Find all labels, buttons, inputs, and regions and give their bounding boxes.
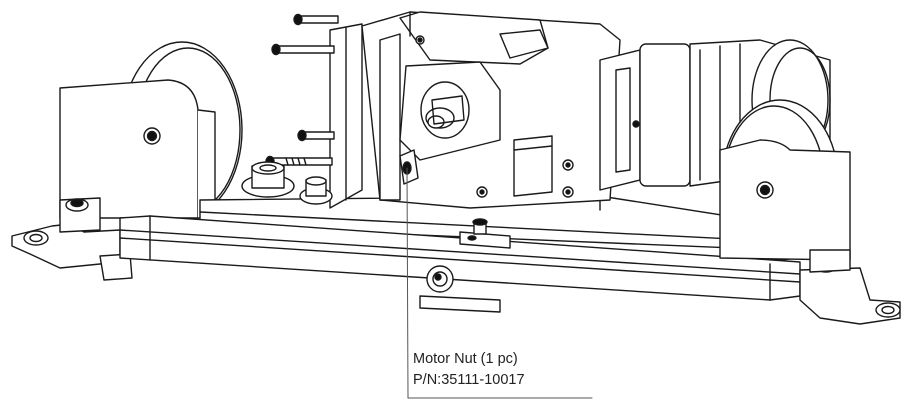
right-spool-wheel (719, 99, 851, 261)
bolt-2 (271, 43, 335, 56)
left-end-foot (11, 197, 133, 281)
right-end-foot (799, 249, 901, 325)
motor-nut (399, 149, 419, 185)
bolt-3 (297, 129, 335, 142)
callout-leader (406, 167, 593, 399)
left-spool-wheel (59, 41, 243, 219)
callout-part-number: P/N:35111-10017 (413, 372, 525, 388)
main-rail (119, 215, 801, 313)
standoff-right (299, 176, 333, 205)
left-mount-plate (241, 13, 363, 209)
callout-part-name: Motor Nut (1 pc) (413, 351, 518, 367)
bolt-1 (293, 13, 339, 26)
standoff-left (241, 161, 295, 198)
gearbox-housing (361, 11, 621, 209)
motor-shaft (420, 81, 470, 139)
